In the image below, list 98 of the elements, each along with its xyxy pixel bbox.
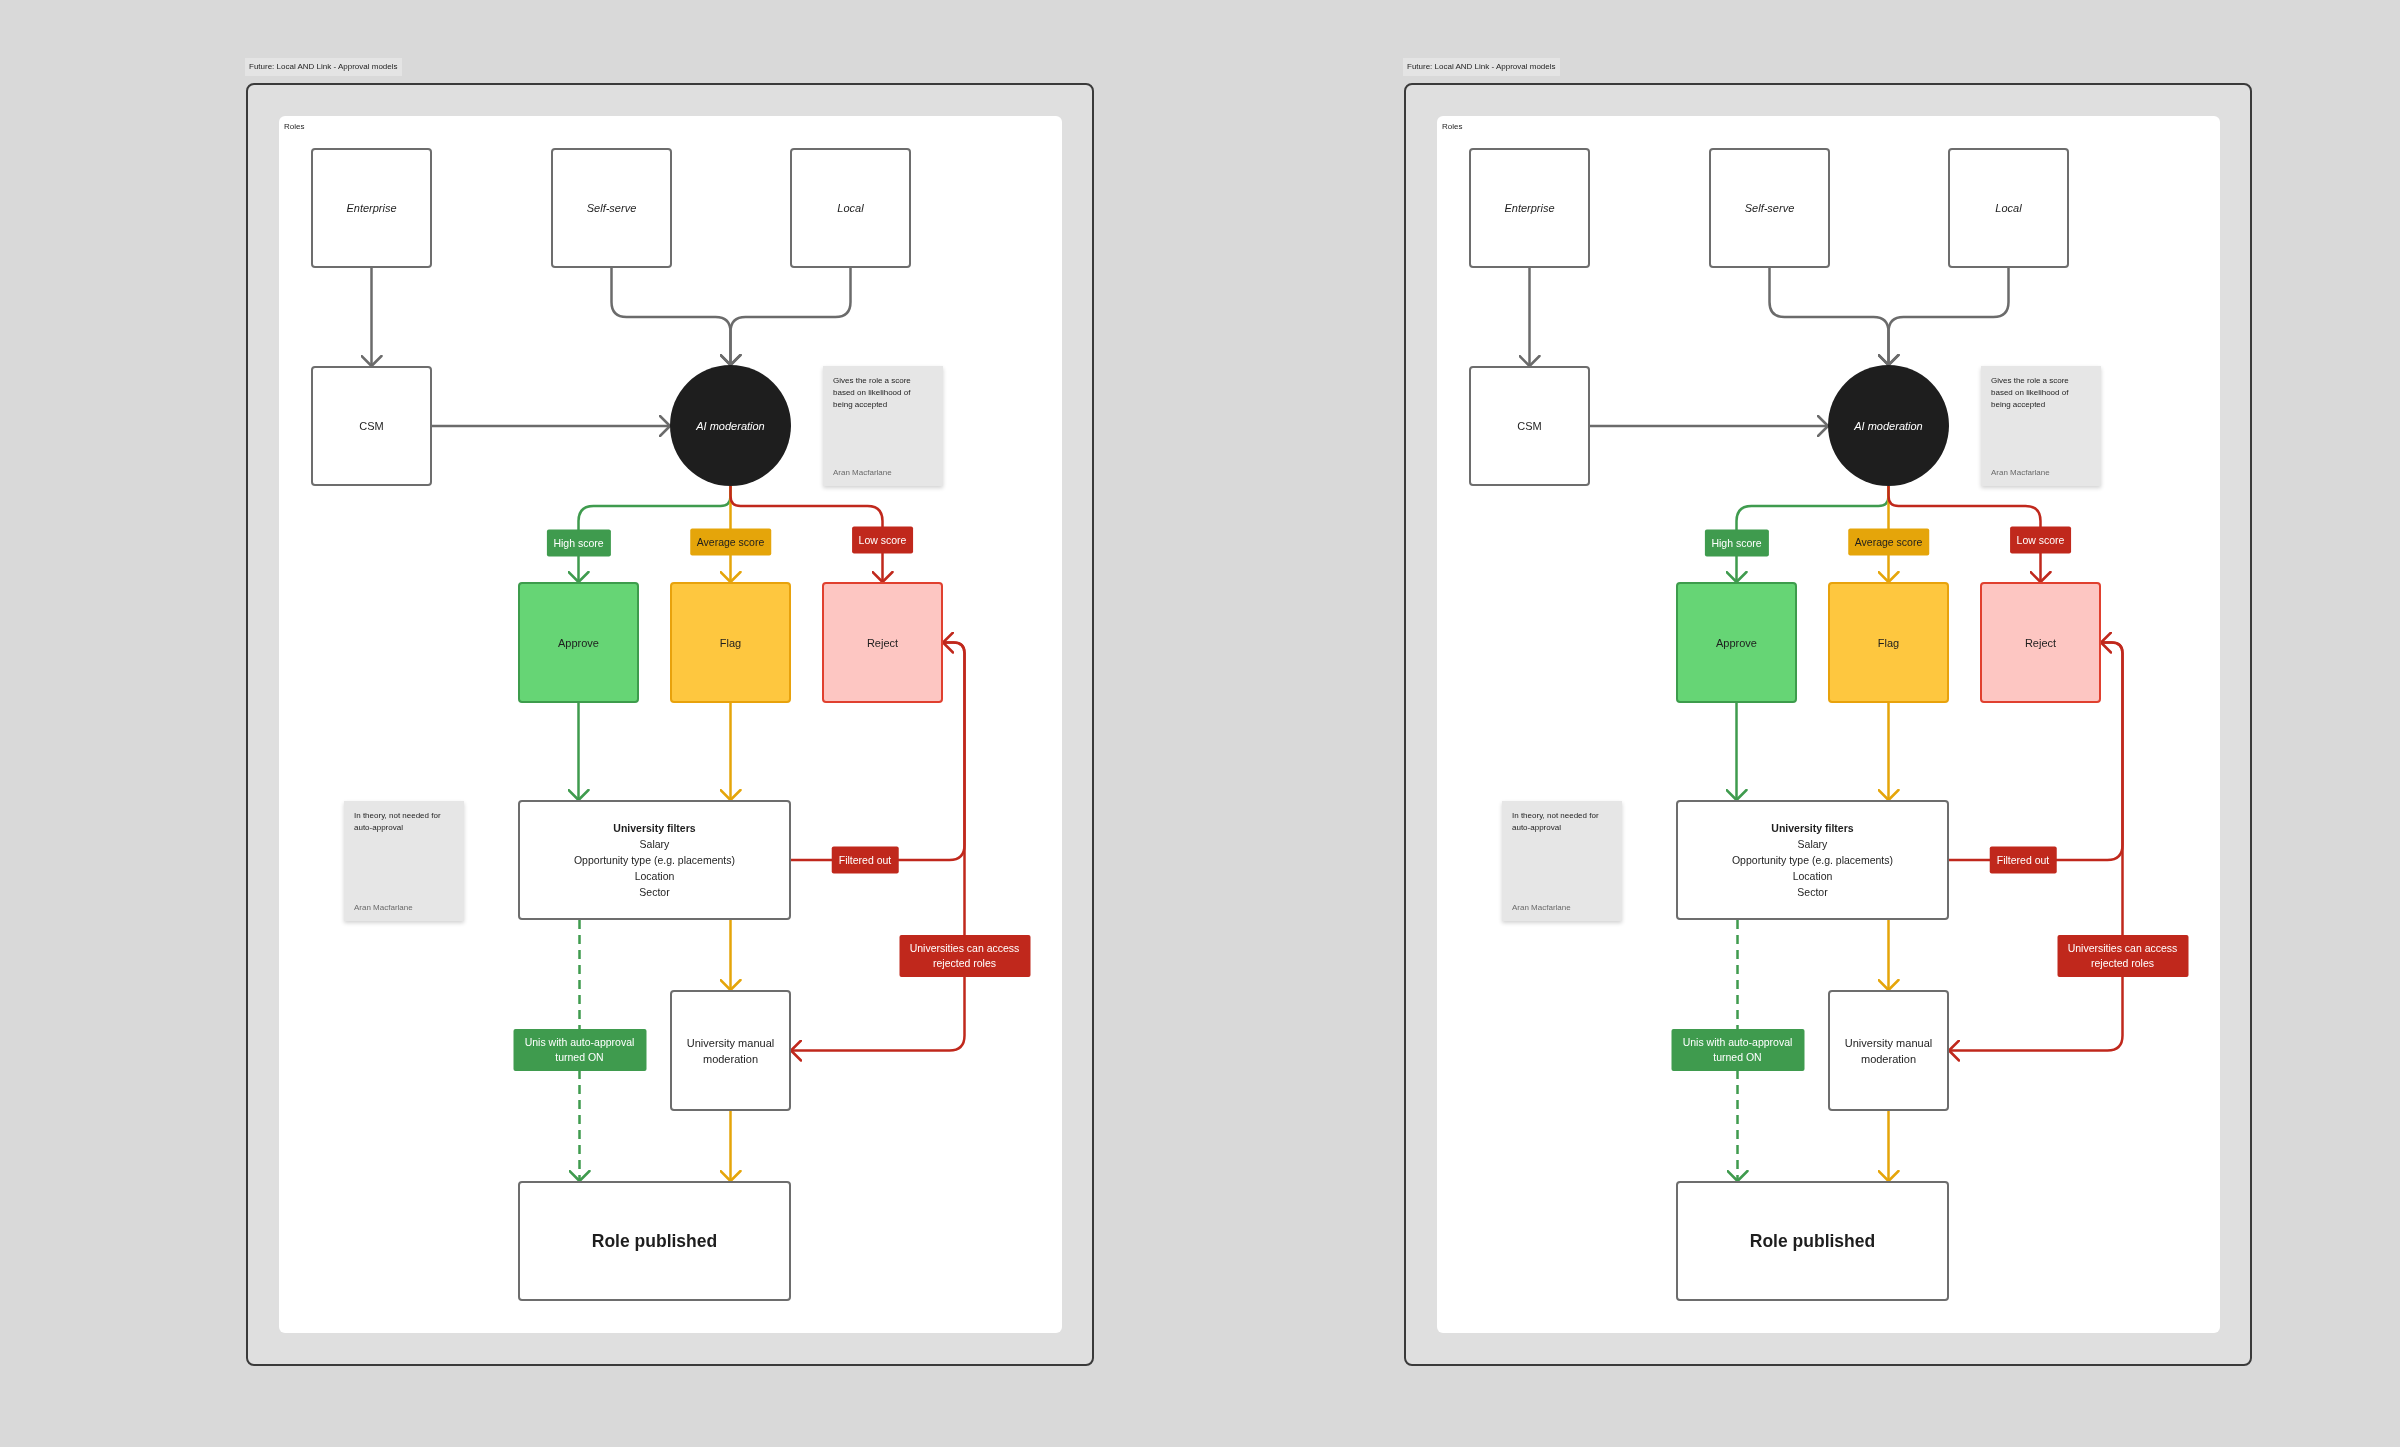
note-author: Aran Macfarlane — [833, 468, 892, 478]
box-text: Sector — [639, 885, 670, 900]
arrow — [1725, 703, 1748, 802]
edge-label: Filtered out — [831, 846, 899, 874]
process-box — [822, 582, 943, 703]
box-label: University manual moderation — [685, 1035, 776, 1067]
arrow — [1590, 414, 1830, 438]
arrow — [432, 414, 672, 438]
edge-label: Low score — [2009, 526, 2072, 553]
arrow — [1518, 268, 1541, 368]
box-text: Location — [1792, 869, 1833, 884]
frame-title: Future: Local AND Link - Approval models — [245, 58, 402, 76]
process-box — [311, 366, 432, 486]
arrow — [1877, 703, 1900, 802]
process-box — [518, 800, 791, 920]
note-text: Gives the role a score based on likelihood of being accepted — [833, 375, 912, 411]
box-text: Salary — [639, 837, 670, 852]
edge-label: High score — [546, 529, 611, 556]
process-box — [1469, 366, 1590, 486]
process-box — [1709, 148, 1830, 268]
circle-label: AI moderation — [696, 418, 765, 434]
process-box — [1676, 1181, 1949, 1301]
panel-label: Roles — [284, 122, 305, 132]
box-label: Self-serve — [1744, 201, 1795, 216]
note-text: In theory, not needed for auto-approval — [1512, 810, 1600, 834]
edge-label: Filtered out — [1989, 846, 2057, 874]
sticky-note — [1502, 801, 1622, 921]
note-author: Aran Macfarlane — [354, 903, 413, 913]
note-author: Aran Macfarlane — [1991, 468, 2050, 478]
arrow — [789, 641, 966, 1062]
box-text: Salary — [1797, 837, 1828, 852]
panel-label: Roles — [1442, 122, 1463, 132]
arrow — [1877, 920, 1900, 992]
box-label: University manual moderation — [1843, 1035, 1934, 1067]
arrow — [729, 486, 894, 584]
process-box — [311, 148, 432, 268]
arrow — [1877, 268, 2010, 367]
dashed-arrow — [568, 920, 591, 1183]
edge-label: Average score — [1847, 528, 1930, 556]
arrow — [719, 703, 742, 802]
process-box — [790, 148, 911, 268]
process-box — [518, 582, 639, 703]
box-label: CSM — [359, 419, 384, 434]
edge-label: Universities can access rejected roles — [2057, 934, 2188, 977]
process-box — [1980, 582, 2101, 703]
sticky-note — [823, 366, 943, 486]
box-label: Flag — [719, 635, 742, 651]
dashed-arrow — [1726, 920, 1749, 1183]
box-label: Reject — [866, 635, 899, 651]
note-text: Gives the role a score based on likelihood of being accepted — [1991, 375, 2070, 411]
edge-label: Average score — [689, 528, 772, 556]
box-text: Opportunity type (e.g. placements) — [573, 853, 736, 868]
box-label: Enterprise — [1504, 201, 1555, 216]
box-label: Approve — [1716, 635, 1757, 651]
process-box — [1828, 990, 1949, 1111]
box-text: Sector — [1797, 885, 1828, 900]
box-label: Local — [1995, 201, 2022, 216]
sticky-note — [1981, 366, 2101, 486]
circle-label: AI moderation — [1854, 418, 1923, 434]
note-text: In theory, not needed for auto-approval — [354, 810, 442, 834]
arrow — [1887, 486, 2052, 584]
edge-label: Unis with auto-approval turned ON — [1671, 1029, 1804, 1071]
process-box — [670, 582, 791, 703]
edge-label: High score — [1704, 529, 1769, 556]
process-box — [551, 148, 672, 268]
frame-title: Future: Local AND Link - Approval models — [1403, 58, 1560, 76]
process-box — [1948, 148, 2069, 268]
edge-label: Universities can access rejected roles — [899, 934, 1030, 977]
arrow — [719, 268, 852, 367]
box-label: Flag — [1877, 635, 1900, 651]
process-box — [670, 990, 791, 1111]
arrow — [719, 920, 742, 992]
box-text: Opportunity type (e.g. placements) — [1731, 853, 1894, 868]
box-text: Location — [634, 869, 675, 884]
box-label: Local — [837, 201, 864, 216]
arrow — [360, 268, 383, 368]
box-label: CSM — [1517, 419, 1542, 434]
box-label: Reject — [2024, 635, 2057, 651]
edge-label: Low score — [851, 526, 914, 553]
process-box — [1469, 148, 1590, 268]
note-author: Aran Macfarlane — [1512, 903, 1571, 913]
arrow — [567, 703, 590, 802]
box-label: Role published — [1749, 1230, 1876, 1252]
box-label: Role published — [591, 1230, 718, 1252]
box-label: Self-serve — [586, 201, 637, 216]
arrow — [1947, 641, 2124, 1062]
process-box — [518, 1181, 791, 1301]
sticky-note — [344, 801, 464, 921]
arrow — [719, 1111, 742, 1183]
edge-label: Unis with auto-approval turned ON — [513, 1029, 646, 1071]
box-label: Approve — [558, 635, 599, 651]
box-heading: University filters — [613, 821, 696, 836]
process-box — [1828, 582, 1949, 703]
arrow — [1877, 1111, 1900, 1183]
process-box — [1676, 582, 1797, 703]
box-label: Enterprise — [346, 201, 397, 216]
box-heading: University filters — [1771, 821, 1854, 836]
process-box — [1676, 800, 1949, 920]
